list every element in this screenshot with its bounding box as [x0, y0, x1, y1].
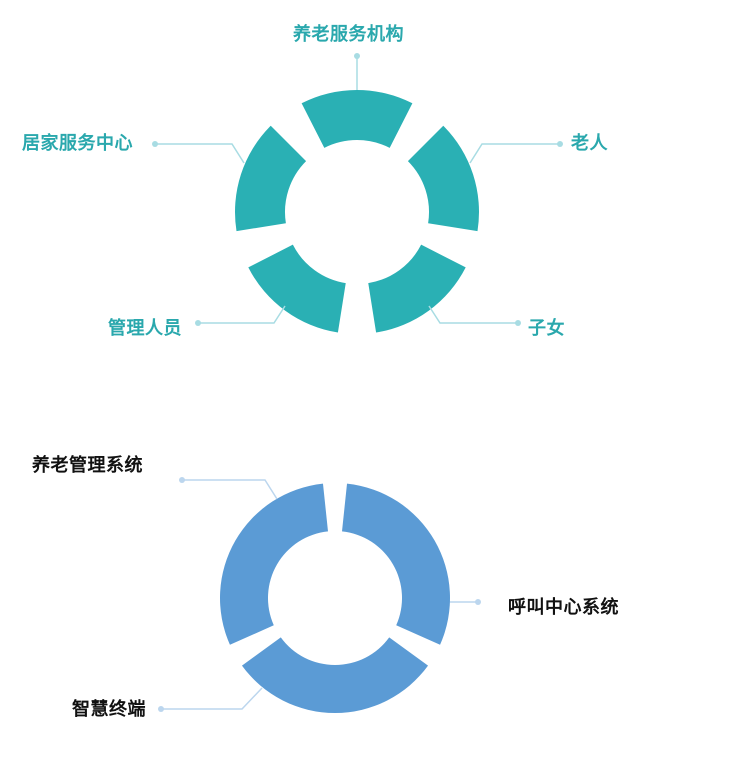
home-service-center-leader-line: [155, 143, 245, 164]
elderly-segment: [407, 125, 479, 232]
label-home-service-center: 居家服务中心: [22, 133, 133, 154]
label-call-center-system: 呼叫中心系统: [508, 597, 619, 618]
label-smart-terminal: 智慧终端: [72, 699, 146, 720]
smart-terminal-segment: [241, 637, 429, 713]
call-center-system-segment: [342, 483, 450, 645]
administrators-segment: [248, 244, 346, 333]
elderly-leader-line: [469, 143, 560, 164]
elder-care-participants-diagram: 养老服务机构 老人 子女 管理人员 居家服务中心: [0, 0, 753, 370]
systems-ring-svg: [158, 477, 481, 713]
home-service-center-segment: [235, 125, 307, 232]
call-center-system-leader-dot: [475, 599, 481, 605]
home-service-center-leader-dot: [152, 141, 158, 147]
elderly-care-management-system-leader-dot: [179, 477, 185, 483]
label-elderly-care-management-system: 养老管理系统: [32, 455, 143, 476]
elderly-care-management-system-leader-line: [182, 479, 278, 500]
administrators-leader-line: [198, 305, 286, 324]
administrators-leader-dot: [195, 320, 201, 326]
label-children: 子女: [528, 318, 565, 339]
participants-ring-svg: [152, 53, 563, 333]
children-leader-line: [428, 305, 518, 324]
smart-terminal-leader-dot: [158, 706, 164, 712]
elderly-care-management-system-segment: [220, 483, 328, 645]
label-administrators: 管理人员: [108, 318, 182, 339]
children-segment: [368, 244, 466, 333]
elderly-care-institution-segment: [301, 89, 413, 148]
children-leader-dot: [515, 320, 521, 326]
label-elderly: 老人: [571, 133, 608, 154]
elderly-leader-dot: [557, 141, 563, 147]
elderly-care-institution-leader-dot: [354, 53, 360, 59]
smart-terminal-leader-line: [161, 687, 263, 710]
label-elderly-care-institution: 养老服务机构: [293, 24, 404, 45]
elder-care-systems-diagram: 养老管理系统 呼叫中心系统 智慧终端: [0, 420, 753, 768]
